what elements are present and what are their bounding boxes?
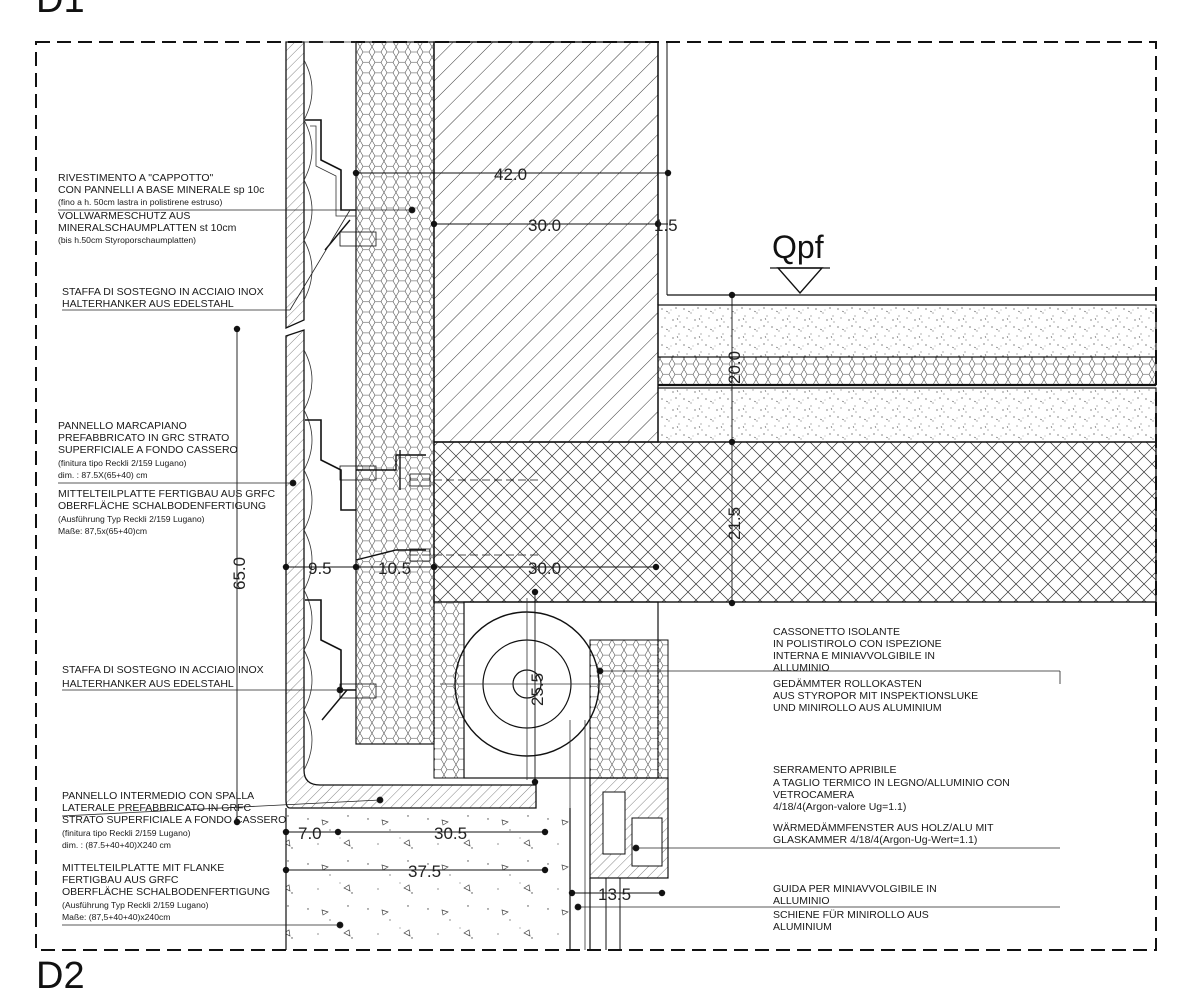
- note-marcapiano-line-3: SUPERFICIALE A FONDO CASSERO: [58, 444, 238, 456]
- note-cassonetto-line-1: CASSONETTO ISOLANTE: [773, 626, 900, 638]
- dimension-ticks: [233, 169, 736, 897]
- note-serramento-line-4: 4/18/4(Argon-valore Ug=1.1): [773, 801, 906, 813]
- dim-20: 20.0: [725, 351, 744, 384]
- note-marcapiano-line-7: OBERFLÄCHE SCHALBODENFERTIGUNG: [58, 500, 266, 512]
- dim-13-5: 13.5: [598, 885, 631, 904]
- note-marcapiano-line-4: (finitura tipo Reckli 2/159 Lugano): [58, 458, 187, 468]
- note-serramento: SERRAMENTO APRIBILE A TAGLIO TERMICO IN …: [773, 764, 1013, 846]
- detail-label-bottom: D2: [36, 955, 85, 997]
- note-intermedio-line-8: OBERFLÄCHE SCHALBODENFERTIGUNG: [62, 886, 270, 898]
- dim-10-5: 10.5: [378, 559, 411, 578]
- note-cappotto: RIVESTIMENTO A "CAPPOTTO" CON PANNELLI A…: [58, 172, 267, 245]
- dim-25-5: 25.5: [528, 673, 547, 706]
- note-guida-line-2: ALLUMINIO: [773, 895, 830, 907]
- note-guida-line-3: SCHIENE FÜR MINIROLLO AUS: [773, 909, 929, 921]
- note-intermedio-line-4: (finitura tipo Reckli 2/159 Lugano): [62, 828, 191, 838]
- insulation-layer: [355, 41, 465, 779]
- note-marcapiano-line-8: (Ausführung Typ Reckli 2/159 Lugano): [58, 514, 205, 524]
- dim-1-5: 1.5: [654, 216, 678, 235]
- dim-42: 42.0: [494, 165, 527, 184]
- note-intermedio-line-2: LATERALE PREFABBRICATO IN GRFC: [62, 802, 251, 814]
- dim-7: 7.0: [298, 824, 322, 843]
- dim-30-top: 30.0: [528, 216, 561, 235]
- note-guida: GUIDA PER MINIAVVOLGIBILE IN ALLUMINIO S…: [773, 883, 940, 933]
- note-cappotto-line-6: (bis h.50cm Styroporschaumplatten): [58, 235, 196, 245]
- note-intermedio-line-1: PANNELLO INTERMEDIO CON SPALLA: [62, 790, 254, 802]
- dim-65: 65.0: [230, 557, 249, 590]
- note-intermedio-line-10: Maße: (87,5+40+40)x240cm: [62, 912, 170, 922]
- concrete-wall: [433, 41, 668, 443]
- note-cassonetto-line-5: GEDÄMMTER ROLLOKASTEN: [773, 678, 922, 690]
- note-cassonetto-line-4: ALLUMINIO: [773, 662, 830, 674]
- dim-9-5: 9.5: [308, 559, 332, 578]
- leader-lines: [58, 206, 1061, 929]
- note-cassonetto-line-2: IN POLISTIROLO CON ISPEZIONE: [773, 638, 942, 650]
- note-serramento-line-3: VETROCAMERA: [773, 789, 854, 801]
- note-serramento-line-5: WÄRMEDÄMMFENSTER AUS HOLZ/ALU MIT: [773, 822, 994, 834]
- note-staffa-1-line-1: STAFFA DI SOSTEGNO IN ACCIAIO INOX: [62, 286, 264, 298]
- level-marker: [770, 267, 830, 295]
- note-cappotto-line-4: VOLLWARMESCHUTZ AUS: [58, 210, 190, 222]
- lower-concrete: [285, 808, 572, 950]
- note-marcapiano-line-9: Maße: 87,5x(65+40)cm: [58, 526, 147, 536]
- dim-30-mid: 30.0: [528, 559, 561, 578]
- window-frame: [569, 720, 669, 950]
- note-marcapiano-line-6: MITTELTEILPLATTE FERTIGBAU AUS GRFC: [58, 488, 275, 500]
- note-cappotto-line-2: CON PANNELLI A BASE MINERALE sp 10c: [58, 184, 264, 196]
- note-guida-line-4: ALUMINIUM: [773, 921, 832, 933]
- floor-buildup: [657, 294, 1157, 443]
- note-staffa-1: STAFFA DI SOSTEGNO IN ACCIAIO INOX HALTE…: [62, 286, 267, 310]
- note-cappotto-line-3: (fino a h. 50cm lastra in polistirene es…: [58, 197, 222, 207]
- support-brackets: [305, 119, 540, 721]
- dim-30-5: 30.5: [434, 824, 467, 843]
- note-intermedio-line-7: FERTIGBAU AUS GRFC: [62, 874, 179, 886]
- note-cassonetto: CASSONETTO ISOLANTE IN POLISTIROLO CON I…: [773, 626, 981, 714]
- note-staffa-2-line-1: STAFFA DI SOSTEGNO IN ACCIAIO INOX: [62, 664, 264, 676]
- note-guida-line-1: GUIDA PER MINIAVVOLGIBILE IN: [773, 883, 937, 895]
- note-intermedio-line-5: dim. : (87.5+40+40)X240 cm: [62, 840, 171, 850]
- dim-37-5: 37.5: [408, 862, 441, 881]
- detail-label-top: D1: [36, 0, 85, 21]
- note-intermedio-line-6: MITTELTEILPLATTE MIT FLANKE: [62, 862, 224, 874]
- roller-shutter-box: [440, 598, 669, 780]
- note-cassonetto-line-6: AUS STYROPOR MIT INSPEKTIONSLUKE: [773, 690, 978, 702]
- note-marcapiano-line-5: dim. : 87.5X(65+40) cm: [58, 470, 148, 480]
- note-cassonetto-line-7: UND MINIROLLO AUS ALUMINIUM: [773, 702, 942, 714]
- note-serramento-line-2: A TAGLIO TERMICO IN LEGNO/ALLUMINIO CON: [773, 777, 1010, 789]
- note-cappotto-line-1: RIVESTIMENTO A "CAPPOTTO": [58, 172, 214, 184]
- dim-21-5: 21.5: [725, 507, 744, 540]
- note-intermedio-line-9: (Ausführung Typ Reckli 2/159 Lugano): [62, 900, 209, 910]
- grc-panel: [285, 41, 537, 809]
- note-serramento-line-6: GLASKAMMER 4/18/4(Argon-Ug-Wert=1.1): [773, 834, 977, 846]
- floor-slab: [433, 441, 1157, 603]
- note-staffa-2: STAFFA DI SOSTEGNO IN ACCIAIO INOX HALTE…: [62, 664, 267, 690]
- note-serramento-line-1: SERRAMENTO APRIBILE: [773, 764, 897, 776]
- note-marcapiano: PANNELLO MARCAPIANO PREFABBRICATO IN GRC…: [58, 420, 278, 536]
- note-staffa-2-line-2: HALTERHANKER AUS EDELSTAHL: [62, 678, 234, 690]
- note-cappotto-line-5: MINERALSCHAUMPLATTEN st 10cm: [58, 222, 237, 234]
- note-marcapiano-line-2: PREFABBRICATO IN GRC STRATO: [58, 432, 229, 444]
- note-intermedio-line-3: STRATO SUPERFICIALE A FONDO CASSERO: [62, 814, 286, 826]
- note-intermedio: PANNELLO INTERMEDIO CON SPALLA LATERALE …: [62, 790, 289, 922]
- note-staffa-1-line-2: HALTERHANKER AUS EDELSTAHL: [62, 298, 234, 310]
- level-marker-label: Qpf: [772, 229, 824, 265]
- note-cassonetto-line-3: INTERNA E MINIAVVOLGIBILE IN: [773, 650, 935, 662]
- note-marcapiano-line-1: PANNELLO MARCAPIANO: [58, 420, 187, 432]
- dimension-lines: [236, 172, 733, 894]
